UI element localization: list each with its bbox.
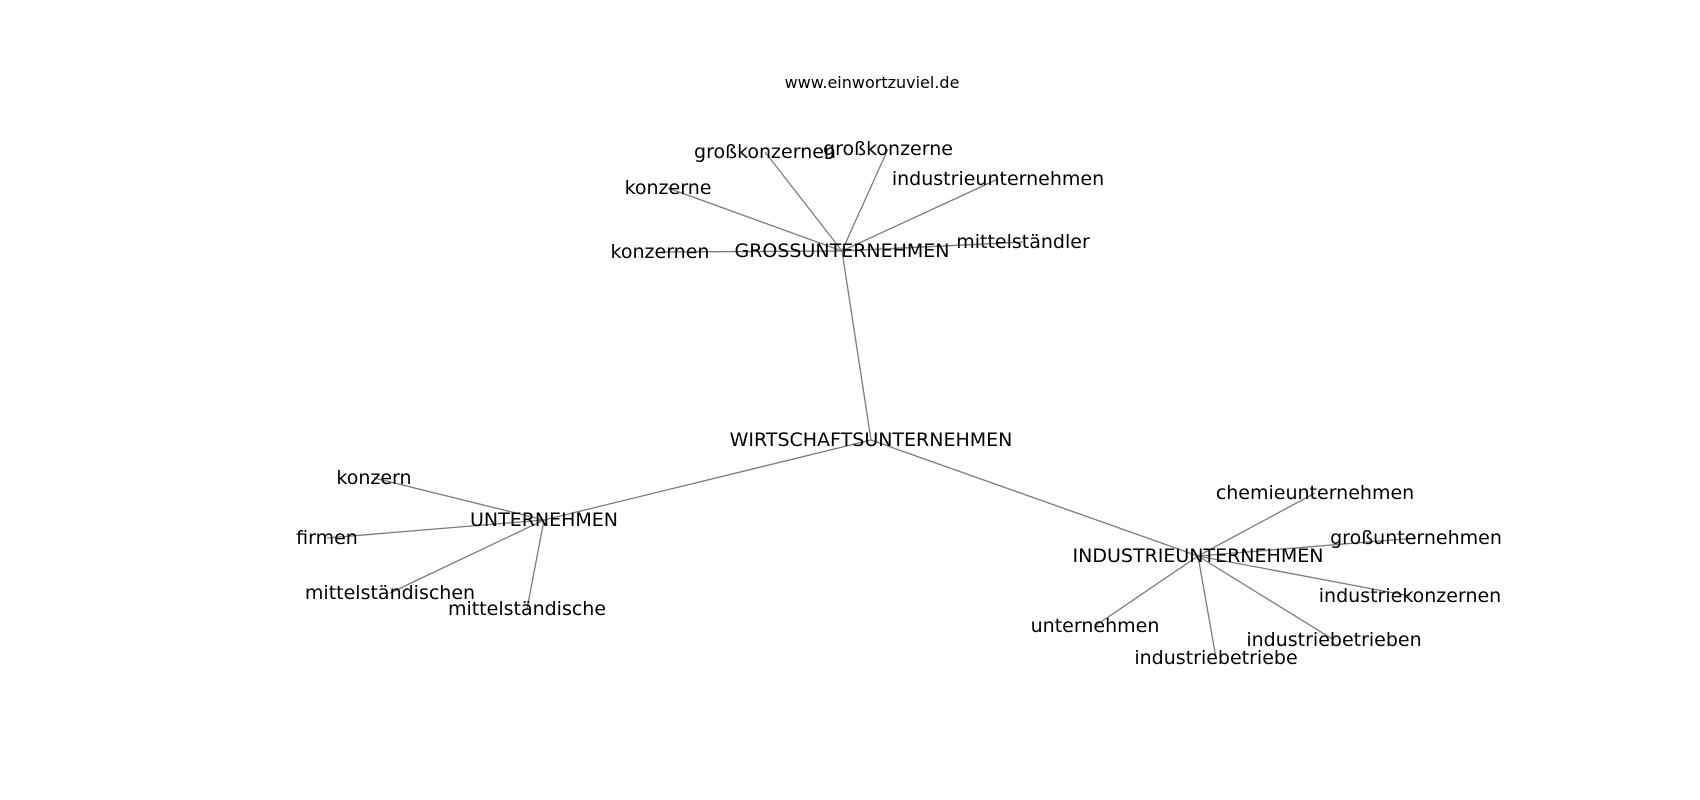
node-label-konzerne: konzerne	[625, 177, 712, 199]
node-label-grossunternehmen: GROSSUNTERNEHMEN	[734, 240, 949, 262]
edge-industrieunternehmen-to-industriebetrieben	[1197, 555, 1335, 641]
node-label-unternehmen: unternehmen	[1031, 615, 1160, 637]
edge-unternehmen-to-firmen	[326, 519, 545, 539]
node-label-mittelstaendischen: mittelständischen	[305, 582, 475, 604]
node-label-wirtschaftsunternehmen: WIRTSCHAFTSUNTERNEHMEN	[730, 429, 1013, 451]
edge-grossunternehmen-to-grosskonzerne	[841, 148, 889, 252]
edge-wirtschaftsunternehmen-to-grossunternehmen	[841, 250, 872, 441]
edge-industrieunternehmen-to-unternehmen	[1094, 555, 1199, 627]
node-label-grosskonzernen: großkonzernen	[694, 141, 836, 163]
edge-wirtschaftsunternehmen-to-unternehmen	[543, 439, 872, 521]
edge-industrieunternehmen-to-industriebetriebe	[1197, 555, 1217, 659]
edge-unternehmen-to-mittelstaendische	[526, 519, 545, 610]
edge-grossunternehmen-to-konzernen	[659, 250, 843, 253]
node-label-konzern: konzern	[336, 467, 411, 489]
edge-industrieunternehmen-to-grossunternehmen	[1197, 537, 1417, 557]
edge-grossunternehmen-to-konzerne	[667, 187, 843, 252]
node-label-chemieunternehmen: chemieunternehmen	[1216, 482, 1414, 504]
node-label-mittelstaendische: mittelständische	[448, 598, 606, 620]
edge-grossunternehmen-to-industrieunternehmen	[841, 178, 999, 252]
edge-grossunternehmen-to-grosskonzernen	[764, 151, 843, 252]
node-label-firmen: firmen	[296, 527, 358, 549]
node-label-industriebetriebe: industriebetriebe	[1134, 647, 1297, 669]
node-label-industrieunternehmen: INDUSTRIEUNTERNEHMEN	[1073, 545, 1324, 567]
node-label-industriekonzernen: industriekonzernen	[1319, 585, 1501, 607]
edge-industrieunternehmen-to-industriekonzernen	[1197, 555, 1411, 597]
node-label-unternehmen: UNTERNEHMEN	[470, 509, 618, 531]
credit-text: www.einwortzuviel.de	[785, 73, 960, 92]
node-label-industriebetrieben: industriebetrieben	[1246, 629, 1421, 651]
edge-unternehmen-to-konzern	[373, 477, 545, 521]
edge-wirtschaftsunternehmen-to-industrieunternehmen	[870, 439, 1199, 557]
edge-industrieunternehmen-to-chemieunternehmen	[1197, 492, 1316, 557]
edge-layer	[326, 148, 1417, 659]
node-label-mittelstaendler: mittelständler	[956, 231, 1090, 253]
node-label-konzernen: konzernen	[611, 241, 710, 263]
node-label-grossunternehmen: großunternehmen	[1330, 527, 1502, 549]
edge-unternehmen-to-mittelstaendischen	[389, 519, 545, 594]
node-label-industrieunternehmen: industrieunternehmen	[892, 168, 1104, 190]
edge-grossunternehmen-to-mittelstaendler	[841, 241, 1024, 252]
node-layer: WIRTSCHAFTSUNTERNEHMEN GROSSUNTERNEHMEN UN…	[296, 138, 1502, 669]
node-label-grosskonzerne: großkonzerne	[823, 138, 953, 160]
